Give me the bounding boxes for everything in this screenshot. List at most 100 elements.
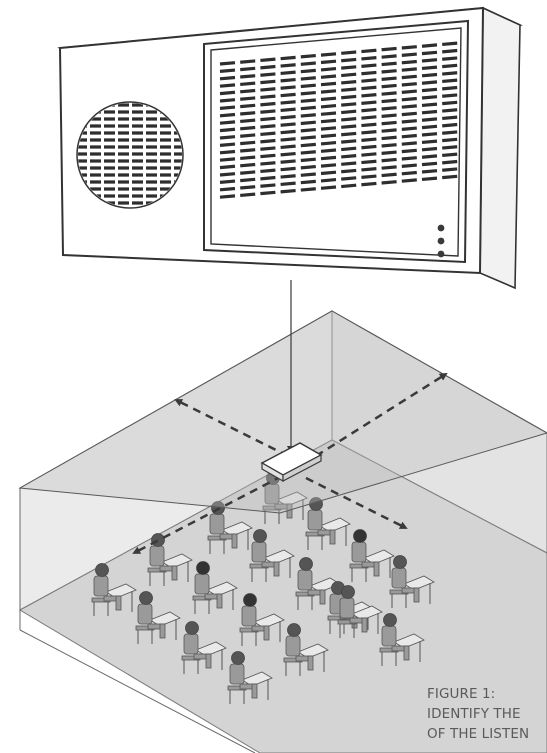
grille-slot xyxy=(361,137,377,142)
grille-slot xyxy=(401,111,417,117)
grille-slot xyxy=(260,72,276,77)
grille-slot xyxy=(280,188,296,194)
coverage-arrows xyxy=(132,372,448,555)
grille-slot xyxy=(401,133,417,139)
grille-slot xyxy=(300,105,316,111)
grille-slot xyxy=(240,162,256,168)
grille-slot xyxy=(280,63,296,68)
grille-slot xyxy=(381,91,397,96)
grille-slot xyxy=(219,127,236,133)
grille-slot xyxy=(361,130,377,135)
grille-slot xyxy=(280,100,296,105)
grille-slot xyxy=(280,151,296,157)
grille-slot xyxy=(260,124,276,129)
grille-slot xyxy=(442,93,458,98)
grille-slot xyxy=(219,179,236,184)
grille-slot xyxy=(401,52,417,57)
grille-slot xyxy=(361,85,377,91)
grille-slot xyxy=(320,96,337,102)
grille-slot xyxy=(300,187,316,192)
arrow-to-back-right xyxy=(315,372,448,458)
grille-slot xyxy=(442,130,458,135)
grille-slot xyxy=(240,111,256,116)
grille-slot xyxy=(219,83,236,88)
grille-slot xyxy=(219,120,236,125)
grille-slot xyxy=(320,140,337,146)
grille-slot xyxy=(320,66,337,72)
grille-slot xyxy=(240,185,256,190)
grille-slot xyxy=(240,88,256,94)
grille-slot xyxy=(381,135,397,141)
grille-slot xyxy=(442,159,458,165)
grille-slot xyxy=(240,192,256,198)
grille-slot xyxy=(240,125,256,131)
grille-slot xyxy=(421,72,438,78)
caption-line-2: IDENTIFY THE xyxy=(427,706,521,722)
grille-slot xyxy=(381,76,397,81)
grille-slot xyxy=(381,172,397,178)
grille-slot xyxy=(300,150,316,155)
grille-slot xyxy=(421,169,438,174)
grille-slot xyxy=(260,168,276,174)
grille-slot xyxy=(260,116,276,122)
grille-slot xyxy=(240,74,256,79)
grille-slot xyxy=(401,119,417,124)
air-conditioner-icon xyxy=(57,6,524,290)
grille-slot xyxy=(260,153,276,159)
grille-slot xyxy=(280,55,296,61)
grille-slot xyxy=(300,53,316,59)
grille-slot xyxy=(341,117,357,122)
grille-slot xyxy=(260,183,276,188)
grille-slot xyxy=(401,104,417,109)
grille-slot xyxy=(381,113,397,118)
grille-slot xyxy=(381,150,397,155)
grille-slot xyxy=(361,56,377,61)
grille-slot xyxy=(260,57,276,63)
grille-slot xyxy=(240,148,256,153)
grille-slot xyxy=(280,114,296,120)
grille-slot xyxy=(280,137,296,142)
grille-slot xyxy=(361,107,377,113)
grille-slot xyxy=(280,166,296,172)
seated-student-icon xyxy=(389,555,435,608)
grille-slot xyxy=(320,74,337,79)
grille-slot xyxy=(381,157,397,163)
grille-slot xyxy=(381,83,397,89)
seated-student-icon xyxy=(147,533,193,586)
caption-line-3: OF THE LISTEN xyxy=(427,726,530,742)
seated-student-icon xyxy=(181,621,227,674)
grille-slot xyxy=(341,109,357,115)
grille-slot xyxy=(381,120,397,126)
grille-slot xyxy=(341,139,357,144)
grille-slot xyxy=(240,177,256,183)
grille-slot xyxy=(381,128,397,133)
grille-slot xyxy=(421,132,438,137)
grille-slot xyxy=(260,161,276,166)
grille-slot xyxy=(260,138,276,144)
grille-slot xyxy=(401,163,417,168)
grille-slot xyxy=(421,58,438,63)
grille-slot xyxy=(240,155,256,161)
unit-grille-panel xyxy=(203,19,470,264)
grille-slot xyxy=(361,159,377,165)
figure-caption: FIGURE 1: IDENTIFY THE OF THE LISTEN xyxy=(427,684,547,744)
grille-slot xyxy=(260,109,276,114)
grille-slot xyxy=(320,52,337,57)
grille-slot xyxy=(401,82,417,87)
grille-slot xyxy=(442,71,458,76)
grille-slot xyxy=(442,137,458,143)
caption-line-1: FIGURE 1: xyxy=(427,686,496,702)
grille-slot xyxy=(219,105,236,110)
unit-grille xyxy=(219,41,458,199)
grille-slot xyxy=(361,63,377,68)
grille-slot xyxy=(401,156,417,161)
grille-slot xyxy=(320,59,337,65)
grille-slot xyxy=(341,131,357,137)
grille-slot xyxy=(381,46,397,52)
grille-slot xyxy=(300,135,316,140)
grille-slot xyxy=(341,72,357,78)
grille-slot xyxy=(442,167,458,172)
seated-student-icon xyxy=(379,613,425,666)
grille-slot xyxy=(240,133,256,138)
